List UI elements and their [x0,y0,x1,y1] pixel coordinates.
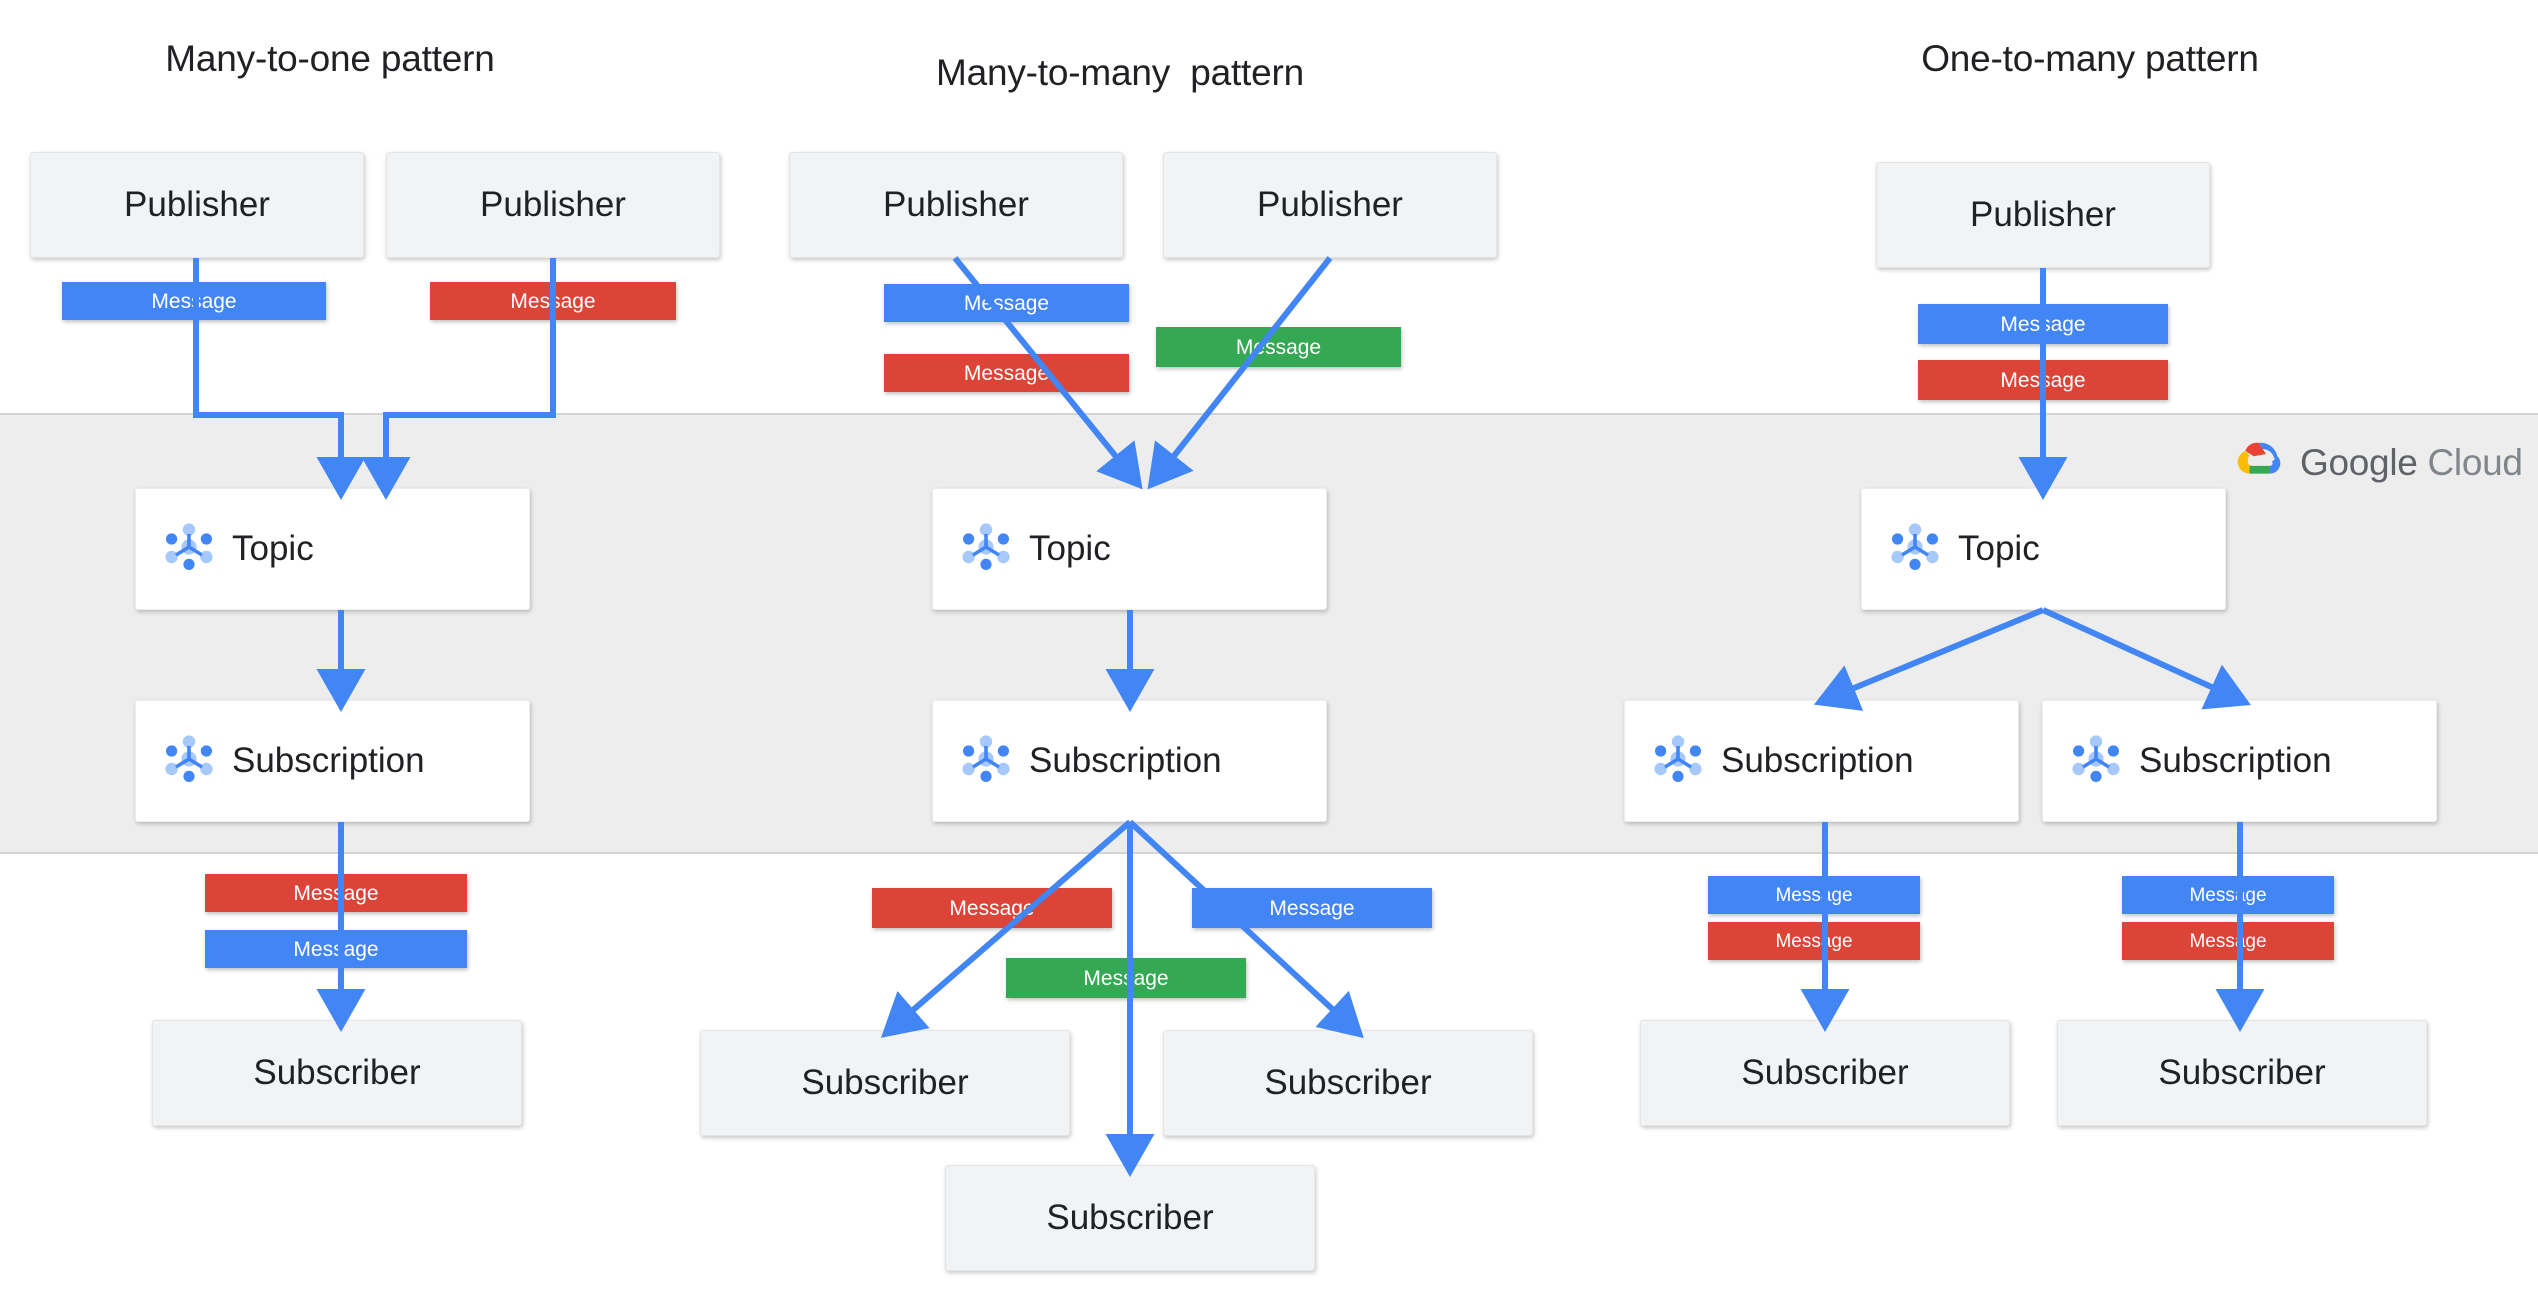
message-chip: Message [884,354,1129,392]
subscriber-box[interactable]: Subscriber [2057,1020,2427,1126]
message-chip: Message [62,282,326,320]
pubsub-subscription-icon [162,732,216,791]
subscriber-box[interactable]: Subscriber [152,1020,522,1126]
brand-cloud-text: Cloud [2427,441,2523,483]
subscriber-label: Subscriber [1741,1053,1909,1092]
subscription-box[interactable]: Subscription [2042,700,2437,822]
topic-label: Topic [232,529,314,568]
publisher-box[interactable]: Publisher [1163,152,1497,258]
publisher-label: Publisher [1257,185,1403,224]
subscription-label: Subscription [232,741,425,780]
message-chip: Message [1708,922,1920,960]
publisher-box[interactable]: Publisher [386,152,720,258]
message-chip: Message [205,874,467,912]
message-chip: Message [1192,888,1432,928]
subscriber-label: Subscriber [253,1053,421,1092]
message-chip: Message [1006,958,1246,998]
publisher-label: Publisher [480,185,626,224]
google-cloud-logo-icon [2236,440,2284,485]
pubsub-subscription-icon [2069,732,2123,791]
pubsub-subscription-icon [1651,732,1705,791]
pubsub-topic-icon [959,520,1013,579]
message-chip: Message [1708,876,1920,914]
publisher-box[interactable]: Publisher [1876,162,2210,268]
subscriber-label: Subscriber [801,1063,969,1102]
message-chip: Message [1918,304,2168,344]
subscription-box[interactable]: Subscription [932,700,1327,822]
subscription-box[interactable]: Subscription [135,700,530,822]
subscription-label: Subscription [1029,741,1222,780]
subscriber-label: Subscriber [2158,1053,2326,1092]
topic-label: Topic [1029,529,1111,568]
pubsub-subscription-icon [959,732,1013,791]
pubsub-topic-icon [1888,520,1942,579]
subscription-label: Subscription [2139,741,2332,780]
topic-box[interactable]: Topic [932,488,1327,610]
subscription-box[interactable]: Subscription [1624,700,2019,822]
subscriber-label: Subscriber [1264,1063,1432,1102]
publisher-box[interactable]: Publisher [789,152,1123,258]
topic-label: Topic [1958,529,2040,568]
pubsub-topic-icon [162,520,216,579]
column-heading-many-to-one: Many-to-one pattern [165,38,495,79]
message-chip: Message [1918,360,2168,400]
subscriber-box[interactable]: Subscriber [1163,1030,1533,1136]
subscription-label: Subscription [1721,741,1914,780]
google-cloud-wordmark: Google Cloud [2300,442,2523,484]
subscriber-box[interactable]: Subscriber [945,1165,1315,1271]
message-chip: Message [2122,876,2334,914]
topic-box[interactable]: Topic [1861,488,2226,610]
message-chip: Message [430,282,676,320]
brand-google-text: Google [2300,441,2418,483]
message-chip: Message [2122,922,2334,960]
google-cloud-brand-lockup: Google Cloud [2236,440,2523,485]
message-chip: Message [205,930,467,968]
publisher-label: Publisher [1970,195,2116,234]
column-heading-many-to-many: Many-to-many pattern [935,52,1304,93]
publisher-label: Publisher [124,185,270,224]
message-chip: Message [1156,327,1401,367]
subscriber-box[interactable]: Subscriber [700,1030,1070,1136]
publisher-label: Publisher [883,185,1029,224]
topic-box[interactable]: Topic [135,488,530,610]
message-chip: Message [884,284,1129,322]
message-chip: Message [872,888,1112,928]
subscriber-box[interactable]: Subscriber [1640,1020,2010,1126]
subscriber-label: Subscriber [1046,1198,1214,1237]
publisher-box[interactable]: Publisher [30,152,364,258]
column-heading-one-to-many: One-to-many pattern [1921,38,2259,79]
